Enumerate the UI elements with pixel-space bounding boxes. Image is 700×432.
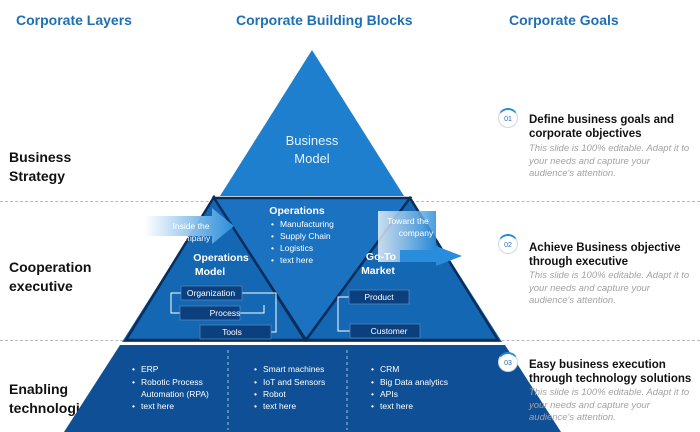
bullet: • [132,364,135,374]
bullet: • [371,401,374,411]
layer-enabling-technologies: Enabling technologies [9,380,95,418]
product-box [348,289,410,305]
goal-title: Achieve Business objective through execu… [529,242,681,268]
goal-number-badge: 03 [498,352,518,372]
column-item: IoT and Sensors [263,377,325,387]
inside-company-arrow [144,208,234,244]
layer-label-line: Business [9,149,72,165]
header-corporate-goals: Corporate Goals [509,12,619,28]
operations-model-title: Operations [193,252,249,264]
customer-box [349,323,421,339]
inside-company-label: company [176,233,211,243]
bullet: • [371,377,374,387]
operations-item: text here [280,255,313,265]
goal-description: This slide is 100% editable. Adapt it to… [529,387,690,423]
bottom-column-3: • CRM • Big Data analytics • APIs • text… [371,364,448,411]
toward-company-arrow-head [436,246,462,266]
layer-label-line: technologies [9,400,96,416]
bullet: • [271,243,274,253]
operations-title: Operations [269,205,325,217]
column-item: Automation (RPA) [141,389,209,399]
inside-company-label: Inside the [173,221,210,231]
column-item: Robot [263,389,286,399]
goal-description: This slide is 100% editable. Adapt it to… [529,143,690,179]
goal-number-badge: 02 [498,234,518,254]
layer-cooperation-executive: Cooperation executive [9,258,91,296]
column-item: Robotic Process [141,377,203,387]
toward-company-label: Toward the [387,216,429,226]
header-corporate-layers: Corporate Layers [16,12,132,28]
column-item: text here [141,401,174,411]
bullet: • [371,364,374,374]
column-item: ERP [141,364,159,374]
process-label: Process [210,308,241,318]
go-to-market-title: Go-To [366,251,396,263]
bullet: • [254,377,257,387]
organization-label: Organization [187,288,235,298]
operations-list: • Manufacturing • Supply Chain • Logisti… [271,219,334,265]
toward-company-arrow-body [378,211,436,262]
column-item: text here [263,401,296,411]
column-item: text here [380,401,413,411]
connector [242,292,277,333]
goal-item-1: 01 Define business goals and corporate o… [498,108,698,188]
pyramid-bottom-section [64,345,561,432]
organization-box [180,285,243,301]
goal-title: Define business goals and corporate obje… [529,114,675,140]
goal-number-badge: 01 [498,108,518,128]
connector [240,305,265,314]
product-label: Product [364,292,394,302]
operations-item: Logistics [280,243,313,253]
process-box [179,305,241,321]
layer-label-line: Enabling [9,381,69,397]
toward-company-label: company [399,228,434,238]
operations-model-title: Model [195,266,225,278]
bullet: • [132,377,135,387]
bottom-column-1: • ERP • Robotic Process Automation (RPA)… [132,364,209,411]
connector [170,292,181,314]
bullet: • [254,364,257,374]
layer-label-line: Cooperation [9,259,92,275]
go-to-market-triangle [303,195,501,342]
toward-company-arrow-stem [400,250,436,262]
column-item: CRM [380,364,399,374]
bullet: • [271,231,274,241]
bullet: • [132,401,135,411]
bullet: • [254,401,257,411]
goal-title: Easy business execution through technolo… [529,359,692,385]
operations-item: Supply Chain [280,231,331,241]
bullet: • [271,255,274,265]
go-to-market-title: Market [361,265,395,277]
column-item: APIs [380,389,398,399]
column-item: Big Data analytics [380,377,448,387]
bullet: • [254,389,257,399]
layer-label-line: executive [9,278,73,294]
bullet: • [271,219,274,229]
operations-item: Manufacturing [280,219,334,229]
header-corporate-building-blocks: Corporate Building Blocks [236,12,413,28]
goal-item-2: 02 Achieve Business objective through ex… [498,234,698,314]
bullet: • [371,389,374,399]
business-model-label: Model [294,151,330,166]
layer-business-strategy: Business Strategy [9,148,71,186]
goal-item-3: 03 Easy business execution through techn… [498,352,698,432]
business-model-label: Business [286,133,339,148]
goal-description: This slide is 100% editable. Adapt it to… [529,270,690,306]
pyramid-top-section [220,50,404,196]
customer-label: Customer [371,326,408,336]
connector [337,296,350,332]
tools-label: Tools [222,327,242,337]
bottom-column-2: • Smart machines • IoT and Sensors • Rob… [254,364,325,411]
column-item: Smart machines [263,364,324,374]
tools-box [199,324,272,340]
layer-label-line: Strategy [9,168,66,184]
